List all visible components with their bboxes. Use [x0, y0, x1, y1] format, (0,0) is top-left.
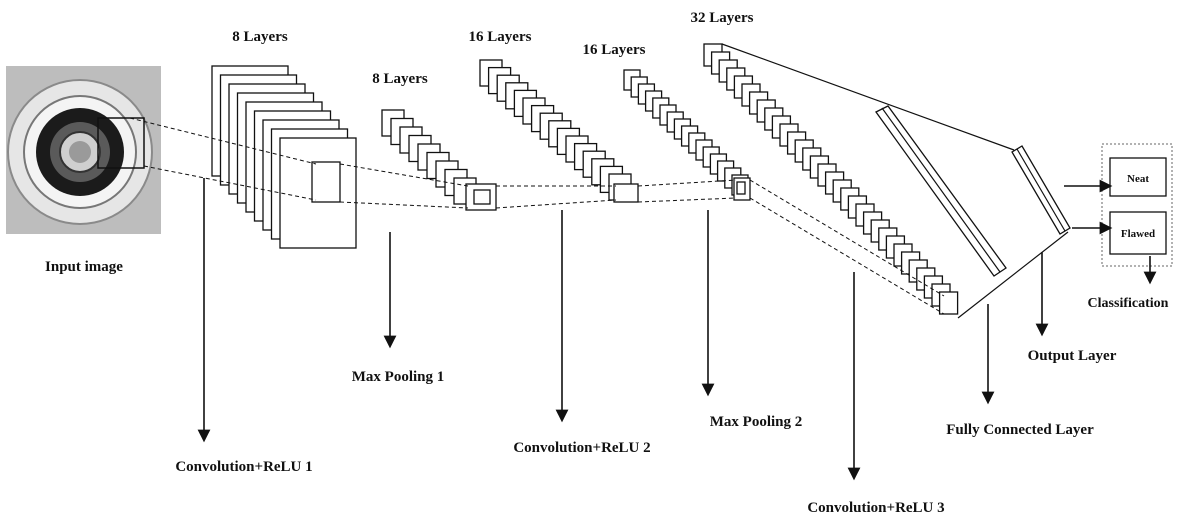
class-neat-label: Neat	[1127, 173, 1149, 185]
pool2-inner-box	[737, 182, 745, 194]
layer-count-label-2: 8 Layers	[372, 71, 428, 87]
stage-label-conv2: Convolution+ReLU 2	[513, 440, 650, 456]
input-image	[6, 66, 161, 234]
max-pooling-1-stack	[382, 110, 476, 204]
input-image-label: Input image	[45, 259, 123, 275]
fully-connected-label: Fully Connected Layer	[946, 422, 1094, 438]
pool1-inner-box	[474, 190, 490, 204]
layer-count-label-3: 16 Layers	[469, 29, 532, 45]
conv1-kernel-box	[312, 162, 340, 202]
fc-connection-lines	[722, 44, 1068, 318]
stage-label-pool2: Max Pooling 2	[710, 414, 803, 430]
conv-relu-1-stack	[212, 66, 356, 248]
output-layer-label: Output Layer	[1028, 348, 1117, 364]
stage-label-pool1: Max Pooling 1	[352, 369, 445, 385]
layer-count-label-4: 16 Layers	[583, 42, 646, 58]
layer-count-label-5: 32 Layers	[691, 10, 754, 26]
class-flawed-label: Flawed	[1121, 228, 1155, 240]
conv2-kernel-box	[614, 184, 638, 202]
stage-label-conv1: Convolution+ReLU 1	[175, 459, 312, 475]
conv-relu-2-stack	[480, 60, 631, 200]
classification-label: Classification	[1088, 296, 1169, 311]
layer-count-label-1: 8 Layers	[232, 29, 288, 45]
stage-label-conv3: Convolution+ReLU 3	[807, 500, 944, 516]
output-plane	[1012, 146, 1070, 234]
